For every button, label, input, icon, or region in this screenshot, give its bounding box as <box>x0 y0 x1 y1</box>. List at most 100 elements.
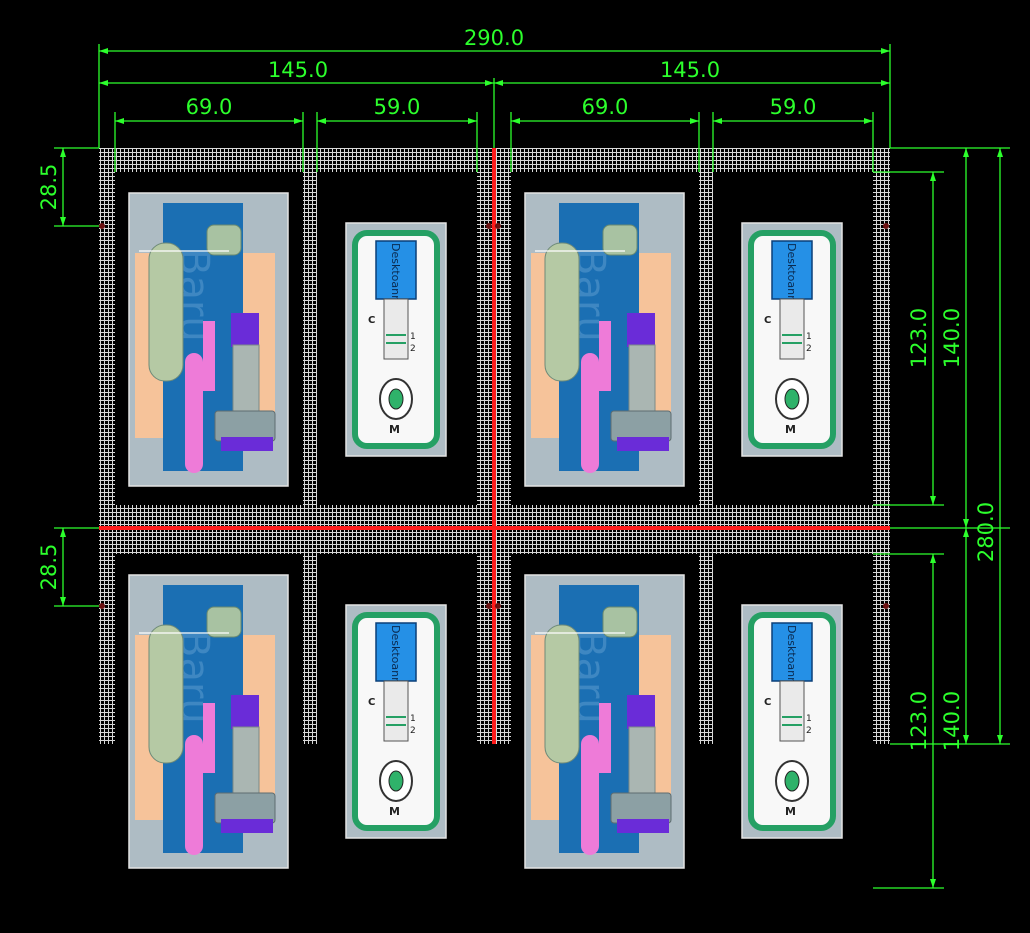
housing-slide-arm <box>203 703 215 773</box>
housing-piston-body <box>628 726 656 798</box>
sample-mark: M <box>389 423 400 436</box>
dowel-hole <box>883 603 889 609</box>
housing-part: Baru <box>128 574 289 869</box>
dimension-labels: 290.0 145.0 145.0 69.0 59.0 69.0 59.0 28… <box>37 26 998 751</box>
dowel-hole <box>99 603 105 609</box>
dowel-hole <box>495 223 501 229</box>
housing-base-purple <box>617 819 669 833</box>
test-mark-1: 1 <box>410 714 416 724</box>
housing-piston-body <box>628 344 656 416</box>
dim-cavity-h-bottom: 123.0 <box>907 691 931 751</box>
sample-mark: M <box>389 805 400 818</box>
dim-cavity-h-top: 123.0 <box>907 308 931 368</box>
cassette-strip <box>779 298 805 360</box>
cassette-brand-text: Desktoann <box>785 243 798 302</box>
dim-q2-cavity-b: 59.0 <box>770 95 817 119</box>
control-mark: C <box>368 697 375 708</box>
cassette-part: Desktoann C 1 2 M <box>345 604 447 839</box>
housing-cap <box>206 224 242 256</box>
housing-slide <box>581 353 599 473</box>
housing-cap <box>602 224 638 256</box>
cassette-strip <box>383 680 409 742</box>
housing-part: Baru <box>524 574 685 869</box>
dowel-hole <box>486 603 492 609</box>
cassette-part: Desktoann C 1 2 M <box>741 604 843 839</box>
sample-well-inner <box>784 388 800 410</box>
housing-piston-head <box>231 695 259 729</box>
housing-base-purple <box>617 437 669 451</box>
dim-q1-cavity-a: 69.0 <box>186 95 233 119</box>
sample-well-inner <box>388 770 404 792</box>
cassette-brand-text: Desktoann <box>785 625 798 684</box>
housing-slide-arm <box>599 703 611 773</box>
cassette-brand-text: Desktoann <box>389 243 402 302</box>
housing-piston-head <box>231 313 259 347</box>
cassette-window <box>771 622 813 682</box>
housing-slide-arm <box>203 321 215 391</box>
housing-piston-body <box>232 344 260 416</box>
dowel-hole <box>495 603 501 609</box>
dowel-hole <box>883 223 889 229</box>
dim-half-width-right: 145.0 <box>660 58 720 82</box>
sample-mark: M <box>785 805 796 818</box>
sample-mark: M <box>785 423 796 436</box>
housing-cap <box>206 606 242 638</box>
cassette-parts: Desktoann C 1 2 M Desktoann C 1 2 M <box>345 222 843 839</box>
housing-base-purple <box>221 819 273 833</box>
housing-piston-head <box>627 313 655 347</box>
housing-base-block <box>610 792 672 824</box>
control-mark: C <box>764 315 771 326</box>
test-mark-2: 2 <box>410 344 416 354</box>
housing-base-block <box>610 410 672 442</box>
housing-slide <box>185 735 203 855</box>
cassette-strip <box>383 298 409 360</box>
cassette-part: Desktoann C 1 2 M <box>345 222 447 457</box>
cassette-strip <box>779 680 805 742</box>
housing-part: Baru <box>524 192 685 487</box>
dim-q1-cavity-b: 59.0 <box>374 95 421 119</box>
cassette-part: Desktoann C 1 2 M <box>741 222 843 457</box>
sample-well-inner <box>388 388 404 410</box>
dim-pitch-h-top: 140.0 <box>940 308 964 368</box>
test-mark-2: 2 <box>806 344 812 354</box>
dimension-arrows <box>60 48 1003 888</box>
test-mark-1: 1 <box>806 332 812 342</box>
cassette-brand-text: Desktoann <box>389 625 402 684</box>
dim-pitch-h-bottom: 140.0 <box>940 691 964 751</box>
dowel-hole <box>486 223 492 229</box>
housing-piston-head <box>627 695 655 729</box>
sample-well-inner <box>784 770 800 792</box>
housing-tube <box>148 242 184 382</box>
housing-slide <box>185 353 203 473</box>
dim-q2-cavity-a: 69.0 <box>582 95 629 119</box>
dim-total-height: 280.0 <box>974 502 998 562</box>
housing-part: Baru <box>128 192 289 487</box>
housing-slide-arm <box>599 321 611 391</box>
test-mark-2: 2 <box>410 726 416 736</box>
housing-parts: Baru Baru <box>128 192 685 869</box>
control-mark: C <box>368 315 375 326</box>
housing-piston-body <box>232 726 260 798</box>
dowel-holes <box>99 223 889 609</box>
housing-tube <box>148 624 184 764</box>
dim-half-width-left: 145.0 <box>268 58 328 82</box>
dim-offset-bottom: 28.5 <box>37 544 61 591</box>
housing-tube <box>544 624 580 764</box>
dimension-lines <box>54 44 1010 889</box>
housing-tube <box>544 242 580 382</box>
housing-base-block <box>214 410 276 442</box>
cassette-window <box>375 622 417 682</box>
test-mark-1: 1 <box>410 332 416 342</box>
dowel-hole <box>99 223 105 229</box>
test-mark-2: 2 <box>806 726 812 736</box>
dim-offset-top: 28.5 <box>37 164 61 211</box>
housing-base-block <box>214 792 276 824</box>
dim-total-width: 290.0 <box>464 26 524 50</box>
cassette-window <box>771 240 813 300</box>
housing-base-purple <box>221 437 273 451</box>
housing-cap <box>602 606 638 638</box>
control-mark: C <box>764 697 771 708</box>
housing-slide <box>581 735 599 855</box>
cassette-window <box>375 240 417 300</box>
